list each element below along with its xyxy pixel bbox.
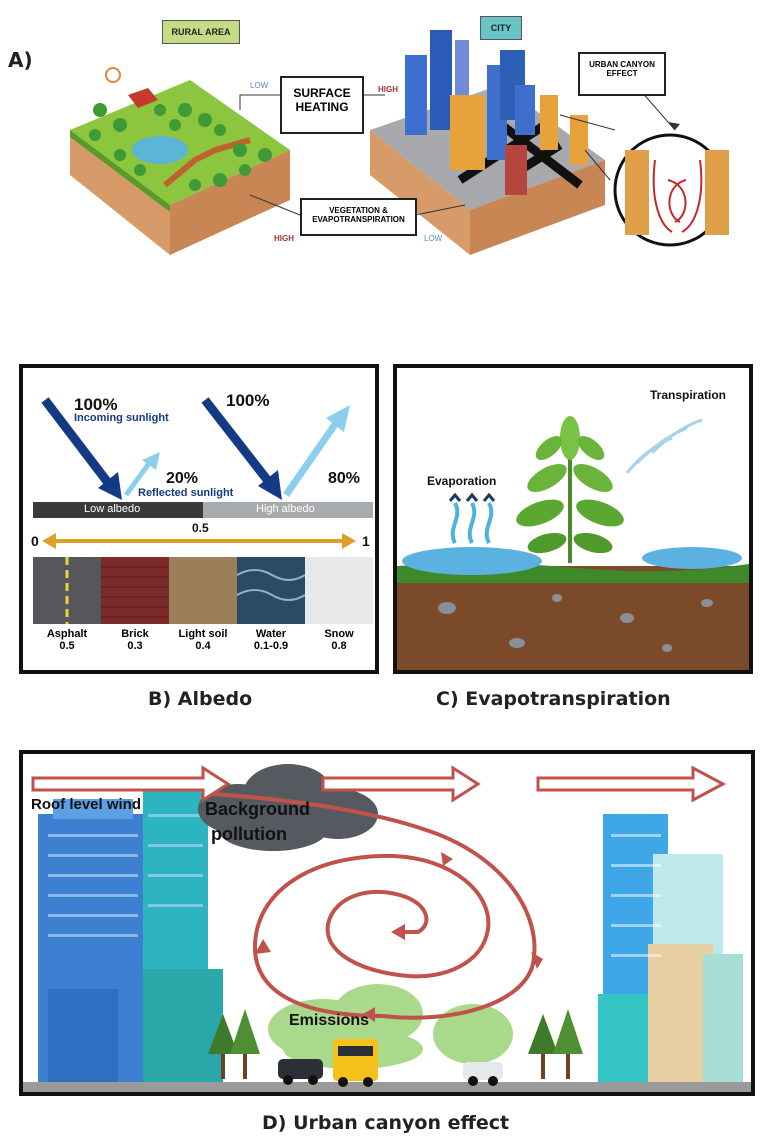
city-badge: CITY [480, 16, 522, 40]
background-pollution-cloud [198, 764, 378, 851]
vegetation-line1: VEGETATION & [329, 206, 388, 215]
rural-area-badge: RURAL AREA [162, 20, 240, 44]
panel-c-caption: C) Evapotranspiration [436, 688, 671, 710]
rural-heating-level: LOW [250, 81, 269, 90]
rural-ground-right [170, 150, 290, 255]
city-label: CITY [490, 23, 512, 33]
rural-pond [132, 136, 188, 164]
plant-icon [516, 416, 624, 563]
panel-c-frame: Transpiration Evaporation [393, 364, 753, 674]
right-buildings [598, 814, 743, 1082]
city-veg-level: LOW [424, 234, 443, 243]
canyon-zoom-circle [613, 133, 729, 247]
emissions-label: Emissions [289, 1012, 370, 1029]
evaporation-label: Evaporation [427, 474, 497, 488]
connector-veg-left [249, 194, 301, 216]
rural-veg-level: HIGH [274, 234, 294, 243]
background-pollution-line1: Background [205, 799, 311, 819]
school-bus [333, 1039, 378, 1087]
urban-canyon-line1: URBAN CANYON [589, 60, 655, 69]
urban-canyon-line2: EFFECT [606, 69, 638, 78]
panel-a: A) RURAL AREA CITY SURFACE HEATING LOW H… [0, 0, 765, 300]
rural-path [163, 137, 251, 188]
wind-arrows [31, 765, 727, 803]
rural-ground-left [70, 130, 170, 255]
panel-d-caption: D) Urban canyon effect [262, 1112, 510, 1134]
transpiration-label: Transpiration [650, 388, 727, 402]
car-left [278, 1059, 323, 1085]
transpiration-arrows [625, 418, 703, 474]
car-right [463, 1062, 503, 1086]
evaporation-waves [450, 502, 494, 544]
vegetation-line2: EVAPOTRANSPIRATION [312, 215, 405, 224]
connector-low-heating [239, 94, 280, 110]
city-heating-level: HIGH [378, 85, 398, 94]
connector-veg-right [414, 204, 466, 216]
rural-barn [128, 88, 158, 108]
city-ground-left [370, 130, 470, 255]
urban-canyon-box: URBAN CANYON EFFECT [578, 52, 666, 96]
panel-b-caption: B) Albedo [148, 688, 253, 710]
vegetation-box: VEGETATION & EVAPOTRANSPIRATION [300, 198, 417, 236]
puddle-right [642, 547, 742, 569]
surface-heating-line2: HEATING [295, 100, 349, 114]
panel-d-frame: Roof level wind Background pollution Emi… [19, 750, 755, 1096]
roof-wind-label: Roof level wind [31, 796, 142, 813]
windmill-icon [105, 67, 121, 83]
trees-left [208, 1009, 260, 1079]
rural-area-label: RURAL AREA [171, 27, 231, 37]
trees-right [528, 1009, 583, 1079]
circulation-spiral [212, 792, 537, 1020]
background-pollution-line2: pollution [211, 824, 287, 844]
city-buildings [405, 30, 588, 195]
panel-d-illustration [23, 764, 751, 1092]
panel-a-illustration [70, 30, 729, 255]
puddle-left [402, 547, 542, 575]
panel-b-frame [19, 364, 379, 674]
left-buildings [38, 789, 223, 1082]
rural-trees [89, 103, 272, 191]
panel-a-label: A) [8, 48, 33, 72]
panel-c-illustration [397, 416, 749, 670]
surface-heating-box: SURFACE HEATING [280, 76, 364, 134]
surface-heating-line1: SURFACE [293, 86, 351, 100]
